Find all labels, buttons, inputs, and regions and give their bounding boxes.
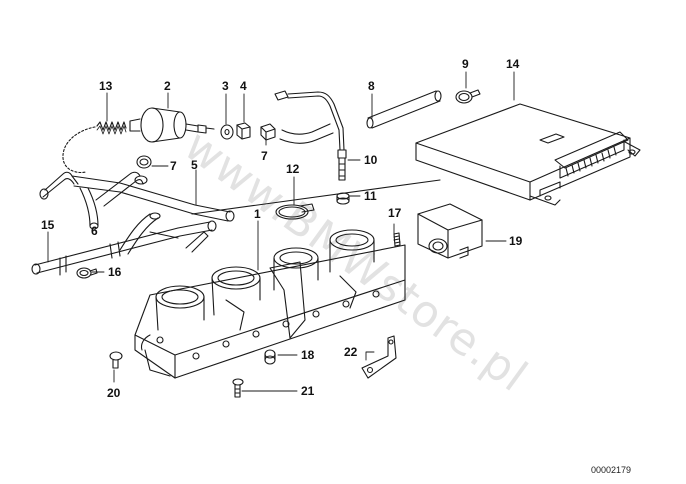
callout-5: 5 bbox=[191, 158, 198, 172]
hose-8 bbox=[366, 90, 442, 129]
callout-1: 1 bbox=[254, 207, 261, 221]
seal-11 bbox=[336, 192, 350, 205]
separator-line bbox=[191, 179, 441, 215]
callout-21: 21 bbox=[301, 384, 315, 398]
document-id: 00002179 bbox=[591, 465, 632, 475]
screw-17 bbox=[393, 232, 401, 247]
fuel-line-assembly bbox=[274, 90, 347, 181]
callout-3: 3 bbox=[222, 79, 229, 93]
spring-13 bbox=[96, 121, 127, 135]
cap-18 bbox=[264, 349, 276, 365]
hose-clamp-12 bbox=[275, 203, 315, 220]
callout-9: 9 bbox=[462, 57, 469, 71]
callout-6: 6 bbox=[91, 224, 98, 238]
callout-12: 12 bbox=[286, 162, 300, 176]
screw-21 bbox=[232, 378, 244, 398]
callout-11: 11 bbox=[364, 189, 377, 203]
leader-lines bbox=[47, 71, 515, 392]
control-unit-14 bbox=[415, 103, 641, 206]
nut-4 bbox=[236, 122, 251, 140]
callout-2: 2 bbox=[164, 79, 171, 93]
callout-20: 20 bbox=[107, 386, 121, 400]
screw-20 bbox=[109, 351, 123, 369]
sensor-19 bbox=[417, 203, 483, 259]
throttle-body-1 bbox=[134, 229, 406, 379]
callout-14: 14 bbox=[506, 57, 520, 71]
callout-7a: 7 bbox=[170, 159, 177, 173]
pressure-regulator-2 bbox=[129, 107, 215, 143]
bracket-22 bbox=[361, 335, 397, 379]
callout-13: 13 bbox=[99, 79, 113, 93]
callout-7b: 7 bbox=[261, 149, 268, 163]
callout-10: 10 bbox=[364, 153, 378, 167]
clamp-9 bbox=[455, 89, 481, 104]
callout-18: 18 bbox=[301, 348, 315, 362]
vacuum-hose-dashed bbox=[62, 126, 96, 174]
callout-8: 8 bbox=[368, 79, 375, 93]
callout-17: 17 bbox=[388, 206, 402, 220]
callout-22: 22 bbox=[344, 345, 358, 359]
coolant-pipes bbox=[31, 171, 235, 276]
callout-4: 4 bbox=[240, 79, 247, 93]
clamp-16 bbox=[76, 267, 98, 279]
callout-16: 16 bbox=[108, 265, 122, 279]
washer-3 bbox=[220, 124, 234, 140]
callout-19: 19 bbox=[509, 234, 523, 248]
callout-15: 15 bbox=[41, 218, 55, 232]
cap-7b bbox=[260, 123, 276, 141]
clamp-7a bbox=[136, 155, 152, 169]
